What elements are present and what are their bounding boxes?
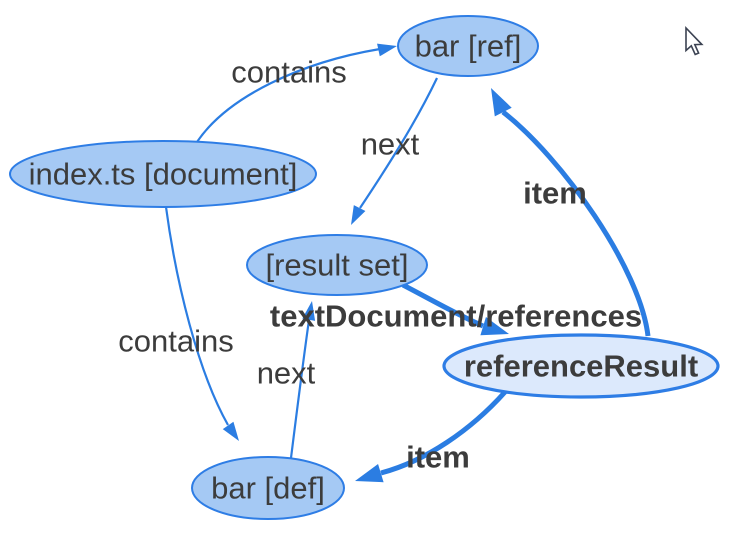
nodes-layer (9, 15, 720, 520)
node-index-document[interactable] (9, 140, 317, 208)
edge-item-top (501, 110, 651, 337)
node-bar-def[interactable] (191, 456, 345, 520)
edge-label-textdocument-references: textDocument/references (270, 299, 642, 334)
edge-next-top (359, 77, 438, 209)
edge-item-bottom (380, 390, 507, 476)
node-reference-result[interactable] (442, 333, 720, 399)
node-label-bar-def: bar [def] (211, 471, 325, 506)
arrowhead-item-bottom (355, 464, 384, 483)
edges-layer (164, 43, 651, 483)
edge-contains-top (196, 47, 381, 143)
edge-textdocument-references (401, 282, 485, 329)
arrowhead-contains-bottom (222, 421, 239, 441)
cursor-layer (685, 26, 704, 56)
node-label-bar-ref: bar [ref] (415, 29, 522, 64)
node-label-index-document: index.ts [document] (29, 157, 298, 192)
arrowhead-next-bottom (302, 301, 316, 321)
arrowhead-textdocument-references (480, 317, 509, 336)
arrowhead-item-top (491, 88, 512, 117)
mouse-cursor-icon (685, 26, 704, 56)
node-bar-ref[interactable] (397, 15, 539, 77)
arrowhead-next-top (351, 205, 366, 225)
edge-label-item-top: item (523, 176, 587, 211)
edge-contains-bottom (164, 206, 229, 426)
edge-label-next-top: next (361, 127, 420, 162)
node-label-result-set: [result set] (266, 248, 409, 283)
edge-label-contains-top: contains (231, 55, 346, 90)
labels-layer: contains next item textDocument/references c… (29, 29, 699, 506)
node-result-set[interactable] (246, 234, 428, 296)
arrowhead-contains-top (377, 43, 397, 57)
node-label-reference-result: referenceResult (464, 349, 698, 384)
edge-label-contains-bottom: contains (118, 324, 233, 359)
edge-next-bottom (289, 319, 311, 459)
edge-label-next-bottom: next (257, 356, 316, 391)
edge-label-item-bottom: item (406, 440, 470, 475)
